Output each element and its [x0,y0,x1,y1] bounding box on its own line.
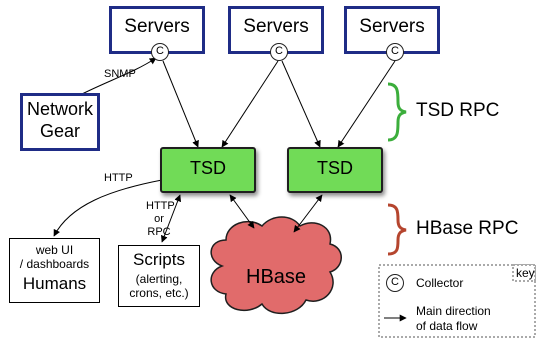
key-collector-label: Collector [416,276,464,290]
snmp-label: SNMP [104,68,136,80]
scripts-title: Scripts [133,250,185,269]
server-label: Servers [359,16,425,37]
http-or-rpc-label: HTTP or RPC [146,200,175,239]
tsd-box-2: TSD [287,147,383,193]
http-or-rpc-line: HTTP [146,200,175,212]
arrow-collector2-to-tsd2 [281,60,321,148]
humans-line2: / dashboards [19,257,90,271]
key-collector-icon: C [386,274,404,292]
arrow-collector1-to-tsd1 [162,60,199,148]
humans-line1: web UI [35,243,74,257]
collector-icon: C [151,43,169,61]
key-tag: key [516,266,535,280]
network-gear-box: Network Gear [20,93,100,151]
arrow-tsd1-hbase [229,194,255,229]
hbase-rpc-bracket-icon [387,203,407,256]
http-or-rpc-line: or [154,213,164,225]
scripts-line1: (alerting, [135,272,183,286]
arrow-tsd1-to-humans [53,179,163,237]
tsd-box-1: TSD [160,147,256,193]
key-flow-line1: Main direction [416,304,491,318]
server-label: Servers [124,16,190,37]
http-or-rpc-line: RPC [147,226,171,238]
arrow-network-gear-to-collector [79,57,157,96]
key-border [378,264,536,338]
hbase-rpc-label: HBase RPC [416,218,519,239]
scripts-box: Scripts (alerting, crons, etc.) [118,245,200,307]
collector-icon: C [386,43,404,61]
network-gear-label: Network Gear [26,99,93,141]
http-label: HTTP [104,172,133,184]
scripts-line2: crons, etc.) [129,286,189,300]
arrow-collector2-to-tsd1 [221,60,279,148]
tsd-label: TSD [317,158,353,178]
arrow-collector3-to-tsd2 [337,60,396,148]
tsd-rpc-bracket-icon [387,82,407,142]
key-flow-line2: of data flow [416,319,478,333]
humans-title: Humans [22,274,87,293]
tsd-label: TSD [190,158,226,178]
key-tag-border [512,264,536,282]
tsd-rpc-label: TSD RPC [416,100,500,121]
arrow-tsd2-hbase [293,194,323,233]
server-label: Servers [243,16,309,37]
collector-icon: C [270,43,288,61]
humans-box: web UI / dashboards Humans [9,238,100,303]
hbase-label: HBase [246,266,307,288]
arrow-tsd1-scripts [160,194,182,243]
